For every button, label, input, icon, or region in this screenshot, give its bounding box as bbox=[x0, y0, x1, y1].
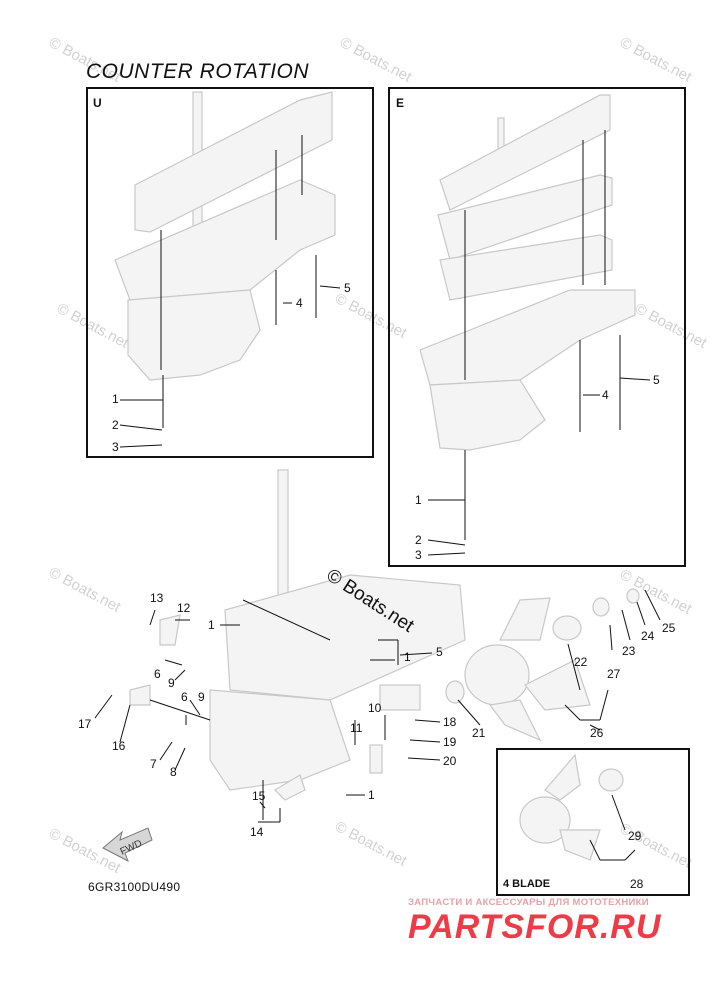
plug-part-14 bbox=[274, 774, 306, 801]
e-gear-case-part bbox=[429, 379, 546, 451]
callout-main-18: 18 bbox=[443, 715, 457, 729]
e-plate-3-part bbox=[439, 234, 613, 301]
callout-main-7: 7 bbox=[150, 757, 157, 771]
callout-main-1b: 1 bbox=[404, 650, 411, 664]
callout-blade-28: 28 bbox=[630, 877, 644, 891]
callout-main-23: 23 bbox=[622, 644, 636, 658]
callout-main-5: 5 bbox=[436, 645, 443, 659]
drawing-code: 6GR3100DU490 bbox=[88, 880, 181, 894]
spacer-part-22 bbox=[552, 615, 582, 641]
callout-u-3: 3 bbox=[112, 440, 119, 454]
callout-e-2: 2 bbox=[415, 533, 422, 547]
callout-main-24: 24 bbox=[641, 629, 655, 643]
blade4-hub-part bbox=[519, 796, 571, 844]
u-gear-case-part bbox=[127, 289, 261, 381]
thrust-washer-part-21 bbox=[445, 680, 465, 704]
callout-u-1: 1 bbox=[112, 392, 119, 406]
blade4-upper-blade-part bbox=[544, 753, 581, 801]
cover-part-18 bbox=[379, 684, 421, 711]
callout-main-17: 17 bbox=[78, 717, 92, 731]
e-plate-2-part bbox=[437, 174, 613, 261]
propeller-side-blade-part bbox=[524, 659, 591, 711]
main-gear-case-part bbox=[209, 689, 351, 791]
callout-e-3: 3 bbox=[415, 548, 422, 562]
callout-main-22: 22 bbox=[574, 655, 588, 669]
callout-main-12: 12 bbox=[177, 601, 191, 615]
inset-e-tag: E bbox=[396, 96, 405, 110]
trim-tab-part-16 bbox=[129, 684, 151, 706]
blade4-spacer-part-29 bbox=[598, 768, 624, 792]
e-upper-casing-part bbox=[419, 289, 636, 386]
callout-main-19: 19 bbox=[443, 735, 457, 749]
callout-main-9a: 9 bbox=[168, 676, 175, 690]
propeller-upper-blade-part bbox=[499, 597, 551, 641]
banner-tagline: ЗАПЧАСТИ И АКСЕССУАРЫ ДЛЯ МОТОТЕХНИКИ bbox=[408, 897, 649, 908]
callout-e-1: 1 bbox=[415, 493, 422, 507]
callout-main-1a: 1 bbox=[208, 618, 215, 632]
anode-part-12 bbox=[159, 614, 181, 646]
callout-main-8: 8 bbox=[170, 765, 177, 779]
callout-main-26: 26 bbox=[590, 726, 604, 740]
washer-part-23 bbox=[592, 597, 610, 617]
callout-e-4: 4 bbox=[602, 388, 609, 402]
callout-main-9b: 9 bbox=[198, 690, 205, 704]
callout-main-15: 15 bbox=[252, 789, 266, 803]
page-title: COUNTER ROTATION bbox=[86, 60, 310, 83]
fwd-arrow-icon: FWD bbox=[102, 827, 153, 863]
blade4-lower-blade-part bbox=[559, 829, 601, 861]
callout-main-20: 20 bbox=[443, 754, 457, 768]
callout-main-16: 16 bbox=[112, 739, 126, 753]
propeller-hub-part bbox=[464, 644, 530, 706]
callout-main-6b: 6 bbox=[181, 690, 188, 704]
nut-part-24 bbox=[626, 588, 640, 604]
callout-e-5: 5 bbox=[653, 373, 660, 387]
callout-main-25: 25 bbox=[662, 621, 676, 635]
inset-u-frame bbox=[86, 87, 374, 458]
inset-4-blade-frame bbox=[496, 748, 690, 896]
callout-u-4: 4 bbox=[296, 296, 303, 310]
callout-main-1c: 1 bbox=[368, 788, 375, 802]
e-plate-1-part bbox=[439, 94, 611, 211]
callout-main-14: 14 bbox=[250, 825, 264, 839]
inset-e-frame bbox=[388, 87, 686, 567]
callout-main-6a: 6 bbox=[154, 667, 161, 681]
inset-4-blade-tag: 4 BLADE bbox=[503, 878, 551, 890]
u-top-plate-part bbox=[134, 91, 333, 233]
callout-main-27: 27 bbox=[607, 667, 621, 681]
callout-main-11: 11 bbox=[350, 721, 363, 735]
inset-u-tag: U bbox=[93, 96, 102, 110]
callout-main-21: 21 bbox=[472, 726, 486, 740]
bracket-part-10 bbox=[369, 744, 383, 774]
banner-site-logo: PARTSFOR.RU bbox=[408, 908, 662, 946]
callout-u-5: 5 bbox=[344, 281, 351, 295]
callout-u-2: 2 bbox=[112, 418, 119, 432]
propeller-lower-blade-part bbox=[488, 699, 542, 742]
callout-main-10: 10 bbox=[368, 701, 382, 715]
callout-blade-29: 29 bbox=[628, 829, 642, 843]
main-upper-casing-part bbox=[224, 574, 466, 701]
callout-main-13: 13 bbox=[150, 591, 164, 605]
